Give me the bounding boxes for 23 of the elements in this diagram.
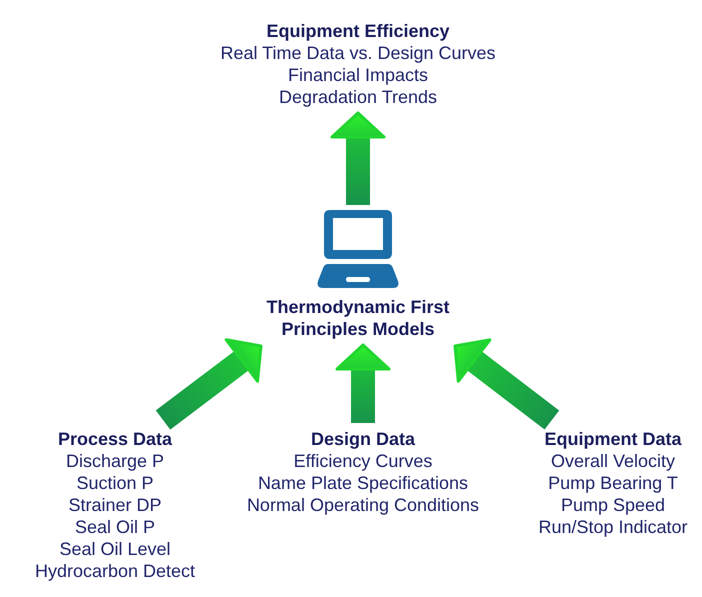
item-text: Efficiency Curves [294,450,432,472]
block-arrow [330,112,386,205]
heading-text: Thermodynamic First Principles Models [265,296,451,340]
item-text: Real Time Data vs. Design Curves [220,42,496,64]
item-text: Hydrocarbon Detect [34,560,196,582]
item-text: Run/Stop Indicator [538,516,688,538]
item-text: Pump Speed [560,494,666,516]
item-text: Normal Operating Conditions [246,494,480,516]
item-text: Pump Bearing T [548,472,678,494]
heading-text: Process Data [58,428,172,450]
item-text: Seal Oil P [74,516,156,538]
item-text: Discharge P [66,450,164,472]
item-text: Suction P [76,472,154,494]
heading-text: Equipment Data [544,428,682,450]
item-text: Strainer DP [68,494,162,516]
item-text: Seal Oil Level [59,538,171,560]
heading-text: Design Data [310,428,416,450]
item-text: Overall Velocity [550,450,676,472]
item-text: Name Plate Specifications [258,472,468,494]
heading-text: Equipment Efficiency [266,20,450,42]
block-arrow [336,344,391,423]
item-text: Financial Impacts [288,64,428,86]
item-text: Degradation Trends [278,86,438,108]
